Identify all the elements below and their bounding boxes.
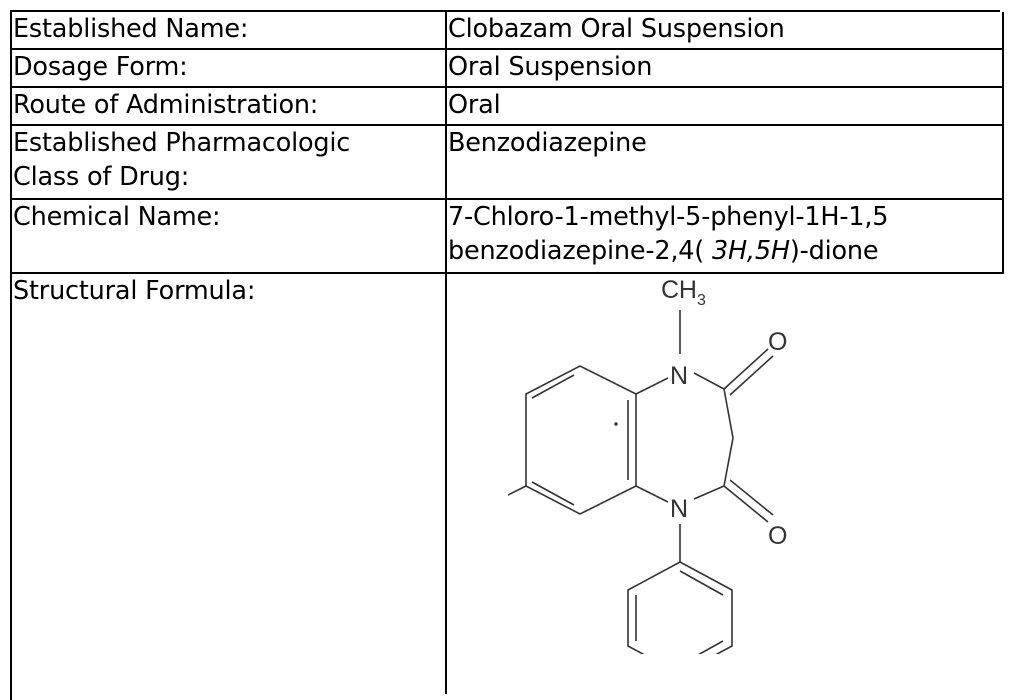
c4-n5-bond: [693, 485, 725, 500]
benzo-ring: [525, 365, 637, 515]
cl-bond: [508, 485, 527, 496]
established-name-label: Established Name:: [12, 12, 447, 50]
route-label: Route of Administration:: [12, 87, 447, 126]
pharmacologic-class-label-line2: Class of Drug:: [13, 162, 190, 192]
n1-label: N: [670, 362, 688, 390]
c4-o-double-bond-b: [729, 479, 774, 516]
o1-label: O: [768, 328, 787, 356]
structural-formula-cell: CH 3 N O O: [446, 273, 1003, 694]
dosage-form-label: Dosage Form:: [12, 49, 447, 88]
stray-dot: [614, 422, 618, 426]
drug-info-table: Established Name: Clobazam Oral Suspensi…: [12, 12, 1004, 694]
pharmacologic-class-value: Benzodiazepine: [446, 125, 1004, 200]
n5-label: N: [670, 495, 688, 523]
established-name-value: Clobazam Oral Suspension: [446, 12, 1004, 50]
n5-ring-bond: [635, 485, 669, 503]
table-row: Structural Formula: CH 3 N O: [12, 273, 1003, 694]
chemical-name-value: 7-Chloro-1-methyl-5-phenyl-1H-1,5 benzodi…: [446, 199, 1004, 274]
clobazam-structure-diagram: CH 3 N O O: [508, 276, 787, 654]
phenyl-inner-bond-1: [679, 570, 724, 596]
n1-c2-bond: [693, 372, 725, 390]
structural-formula-label: Structural Formula:: [12, 273, 447, 694]
drug-info-table-frame: Established Name: Clobazam Oral Suspensi…: [10, 10, 1004, 700]
chemical-name-label: Chemical Name:: [12, 199, 447, 274]
table-row: Chemical Name: 7-Chloro-1-methyl-5-pheny…: [12, 199, 1004, 274]
benzo-inner-bond-3: [531, 481, 575, 506]
c2-c3-bond: [723, 388, 734, 439]
dosage-form-value: Oral Suspension: [446, 49, 1004, 88]
pharmacologic-class-label-line1: Established Pharmacologic: [13, 128, 351, 158]
c2-o-double-bond-a: [723, 348, 769, 390]
chemical-name-line2-italic: 3H,5H: [711, 236, 790, 266]
chemical-name-line1: 7-Chloro-1-methyl-5-phenyl-1H-1,5: [448, 202, 889, 232]
c4-o-double-bond-a: [723, 485, 769, 523]
c2-o-double-bond-b: [729, 355, 774, 396]
table-row: Route of Administration: Oral: [12, 87, 1004, 126]
route-value: Oral: [446, 87, 1004, 126]
table-row: Established Name: Clobazam Oral Suspensi…: [12, 12, 1004, 50]
table-row: Dosage Form: Oral Suspension: [12, 49, 1004, 88]
phenyl-ring: [627, 561, 733, 654]
phenyl-inner-bond-2: [698, 640, 724, 654]
chemical-name-line2-a: benzodiazepine-2,4(: [448, 236, 712, 266]
benzo-inner-bond-2: [531, 374, 575, 399]
o2-label: O: [768, 522, 787, 550]
methyl-label: CH: [661, 276, 697, 304]
c3-c4-bond: [723, 437, 734, 487]
n1-ring-bond: [635, 377, 669, 395]
methyl-subscript: 3: [697, 292, 706, 309]
chemical-name-line2-b: )-dione: [789, 236, 879, 266]
